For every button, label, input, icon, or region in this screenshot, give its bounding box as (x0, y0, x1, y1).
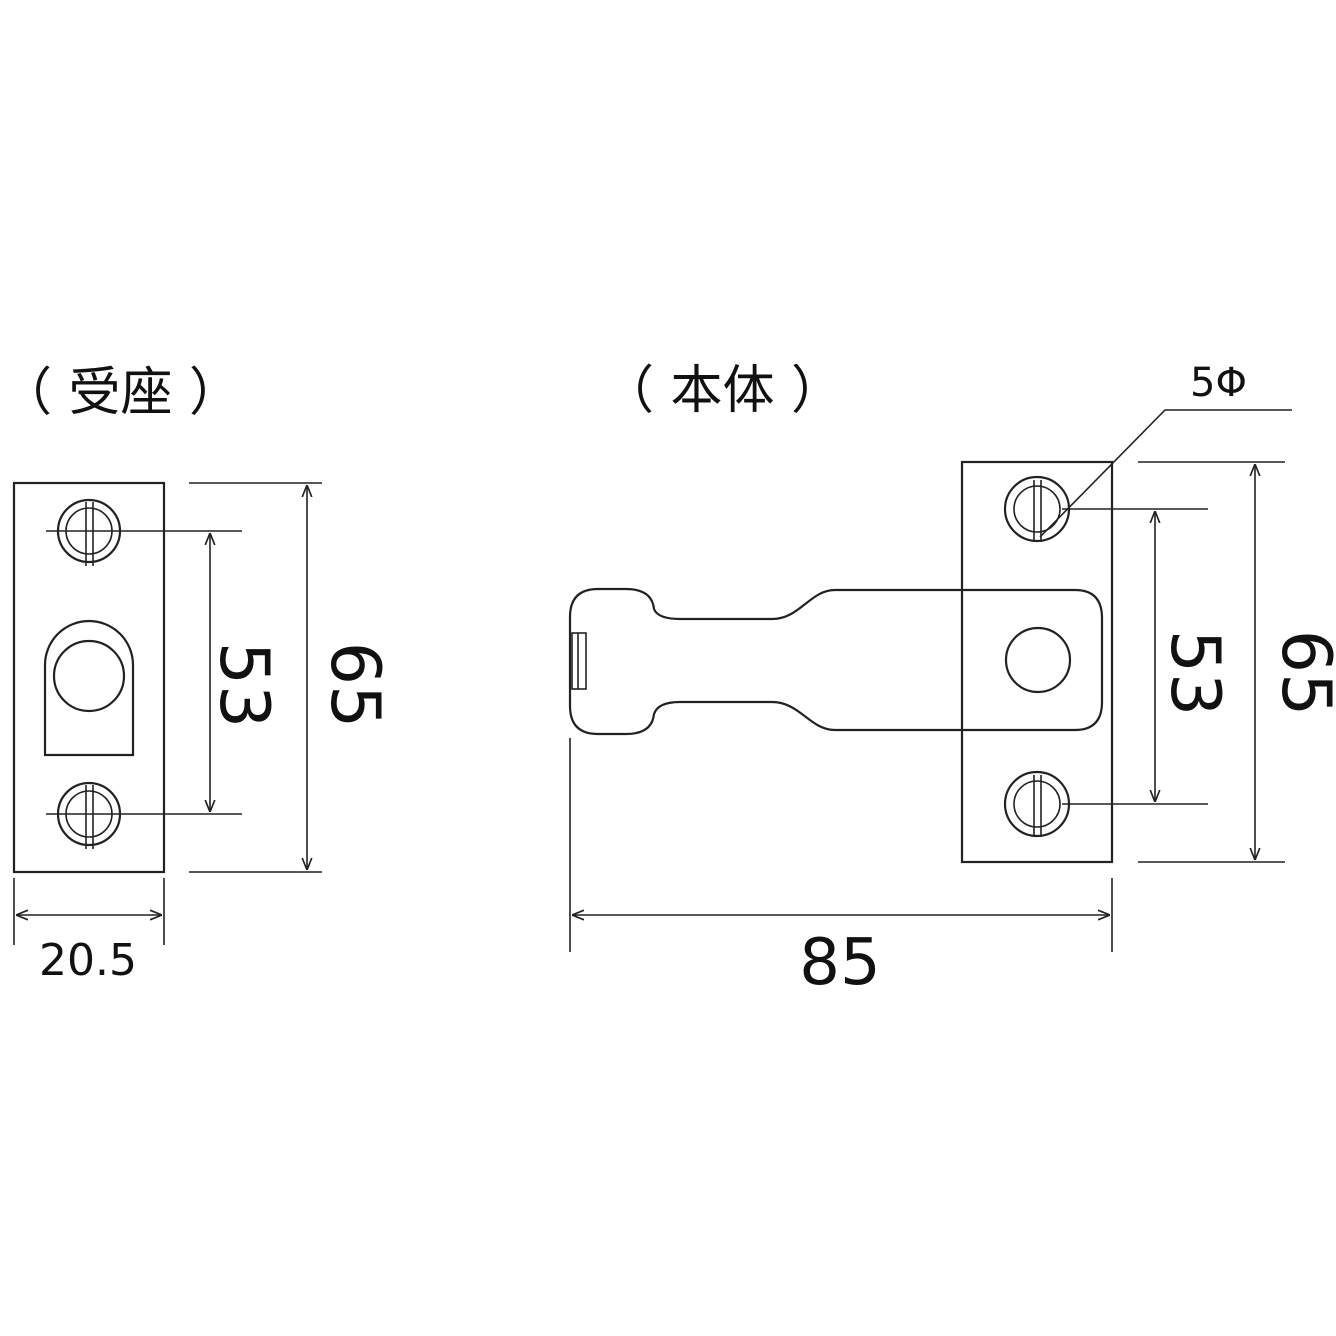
receiver-screw-hole-top (56, 498, 122, 566)
body-length-label: 85 (799, 926, 880, 1000)
body-title: （ 本体 ） (602, 361, 843, 421)
receiver-screw-hole-bottom (56, 781, 122, 849)
body-latch-arm (568, 587, 1104, 736)
body-screw-hole-bottom (1003, 770, 1071, 838)
receiver-title: （ 受座 ） (0, 363, 241, 423)
receiver-width-label: 20.5 (39, 935, 137, 986)
body-screw-hole-top (1003, 475, 1071, 543)
body-view: （ 本体 ） 5Φ (568, 360, 1336, 1000)
body-height-label: 65 (1266, 630, 1336, 717)
receiver-plate (12, 481, 166, 874)
receiver-strike-hole (52, 639, 126, 713)
hole-leader-line (1039, 409, 1292, 538)
receiver-height-label: 65 (315, 642, 394, 729)
body-latch-notch (571, 632, 587, 690)
receiver-strike-slot (43, 619, 135, 757)
receiver-pitch-label: 53 (204, 642, 283, 729)
body-pitch-label: 53 (1155, 630, 1234, 717)
body-latch-hole (1004, 626, 1072, 694)
body-base-plate (960, 460, 1114, 864)
body-hole-label: 5Φ (1190, 360, 1247, 406)
receiver-view: （ 受座 ） 53 65 20.5 (0, 363, 394, 986)
